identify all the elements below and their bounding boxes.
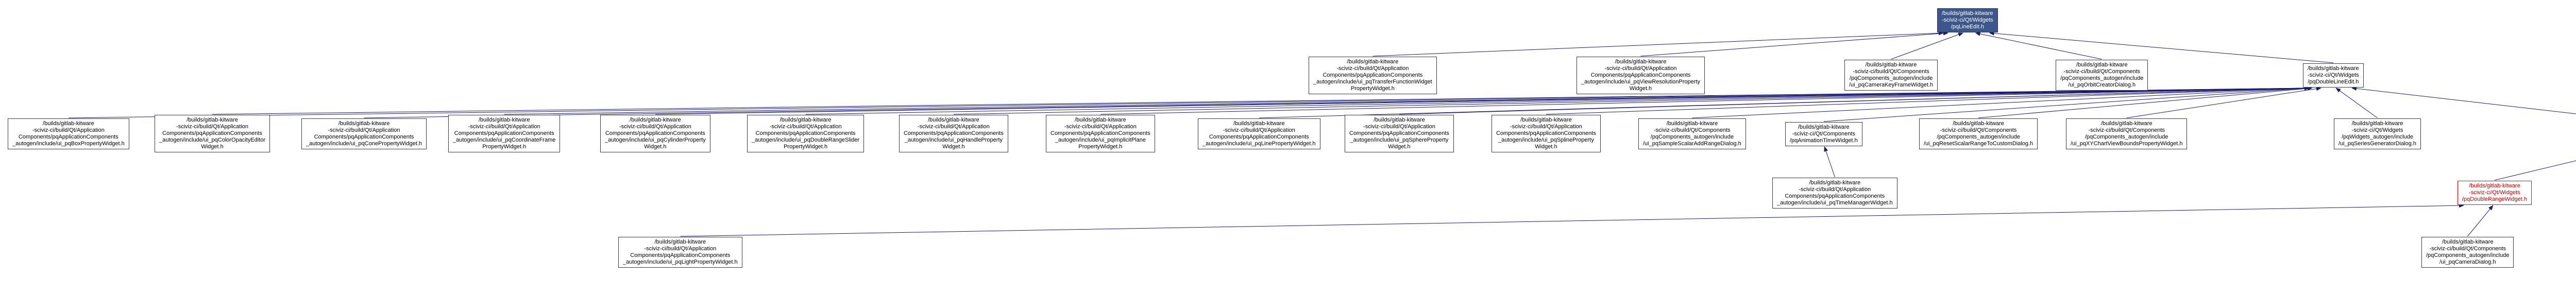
graph-node-viewres-pw[interactable]: /builds/gitlab-kitware -sciviz-ci/build/… — [1577, 57, 1705, 94]
graph-node-seriesgen-dlg[interactable]: /builds/gitlab-kitware -sciviz-ci/Qt/Wid… — [2334, 118, 2421, 149]
graph-node-samplescalar-dlg[interactable]: /builds/gitlab-kitware -sciviz-ci/build/… — [1638, 118, 1746, 149]
graph-node-doublelineedit[interactable]: /builds/gitlab-kitware -sciviz-ci/Qt/Wid… — [2303, 63, 2364, 88]
graph-node-lightprop-pw[interactable]: /builds/gitlab-kitware -sciviz-ci/build/… — [618, 237, 742, 268]
graph-node-camerakeyframe[interactable]: /builds/gitlab-kitware -sciviz-ci/build/… — [1844, 60, 1938, 91]
graph-node-animationtime[interactable]: /builds/gitlab-kitware -sciviz-ci/Qt/Com… — [1785, 122, 1862, 146]
graph-node-doublerange[interactable]: /builds/gitlab-kitware -sciviz-ci/Qt/Wid… — [2458, 181, 2532, 205]
graph-node-cylinder-pw[interactable]: /builds/gitlab-kitware -sciviz-ci/build/… — [600, 115, 710, 152]
graph-node-implicitplane-pw[interactable]: /builds/gitlab-kitware -sciviz-ci/build/… — [1046, 115, 1155, 152]
graph-node-root[interactable]: /builds/gitlab-kitware -sciviz-ci/Qt/Wid… — [1937, 8, 1998, 32]
graph-node-line-pw[interactable]: /builds/gitlab-kitware -sciviz-ci/build/… — [1198, 118, 1320, 149]
graph-node-cameradialog[interactable]: /builds/gitlab-kitware -sciviz-ci/build/… — [2421, 237, 2514, 268]
graph-node-timemanager[interactable]: /builds/gitlab-kitware -sciviz-ci/build/… — [1772, 178, 1897, 209]
graph-node-resetrange-dlg[interactable]: /builds/gitlab-kitware -sciviz-ci/build/… — [1919, 118, 2038, 149]
graph-node-handle-pw[interactable]: /builds/gitlab-kitware -sciviz-ci/build/… — [899, 115, 1008, 152]
graph-node-colorop-ew[interactable]: /builds/gitlab-kitware -sciviz-ci/build/… — [155, 115, 270, 152]
graph-node-sphere-pw[interactable]: /builds/gitlab-kitware -sciviz-ci/build/… — [1345, 115, 1454, 152]
graph-node-spline-pw[interactable]: /builds/gitlab-kitware -sciviz-ci/build/… — [1492, 115, 1601, 152]
graph-node-doublerangeslider-pw[interactable]: /builds/gitlab-kitware -sciviz-ci/build/… — [747, 115, 865, 152]
graph-node-cone-pw[interactable]: /builds/gitlab-kitware -sciviz-ci/build/… — [301, 118, 427, 149]
graph-node-coordframe-pw[interactable]: /builds/gitlab-kitware -sciviz-ci/build/… — [448, 115, 561, 152]
graph-node-tfw-pw[interactable]: /builds/gitlab-kitware -sciviz-ci/build/… — [1309, 57, 1437, 94]
graph-node-xychartbounds-pw[interactable]: /builds/gitlab-kitware -sciviz-ci/build/… — [2066, 118, 2188, 149]
graph-node-box-pw[interactable]: /builds/gitlab-kitware -sciviz-ci/build/… — [8, 118, 129, 149]
graph-node-orbitcreator[interactable]: /builds/gitlab-kitware -sciviz-ci/build/… — [2056, 60, 2148, 91]
